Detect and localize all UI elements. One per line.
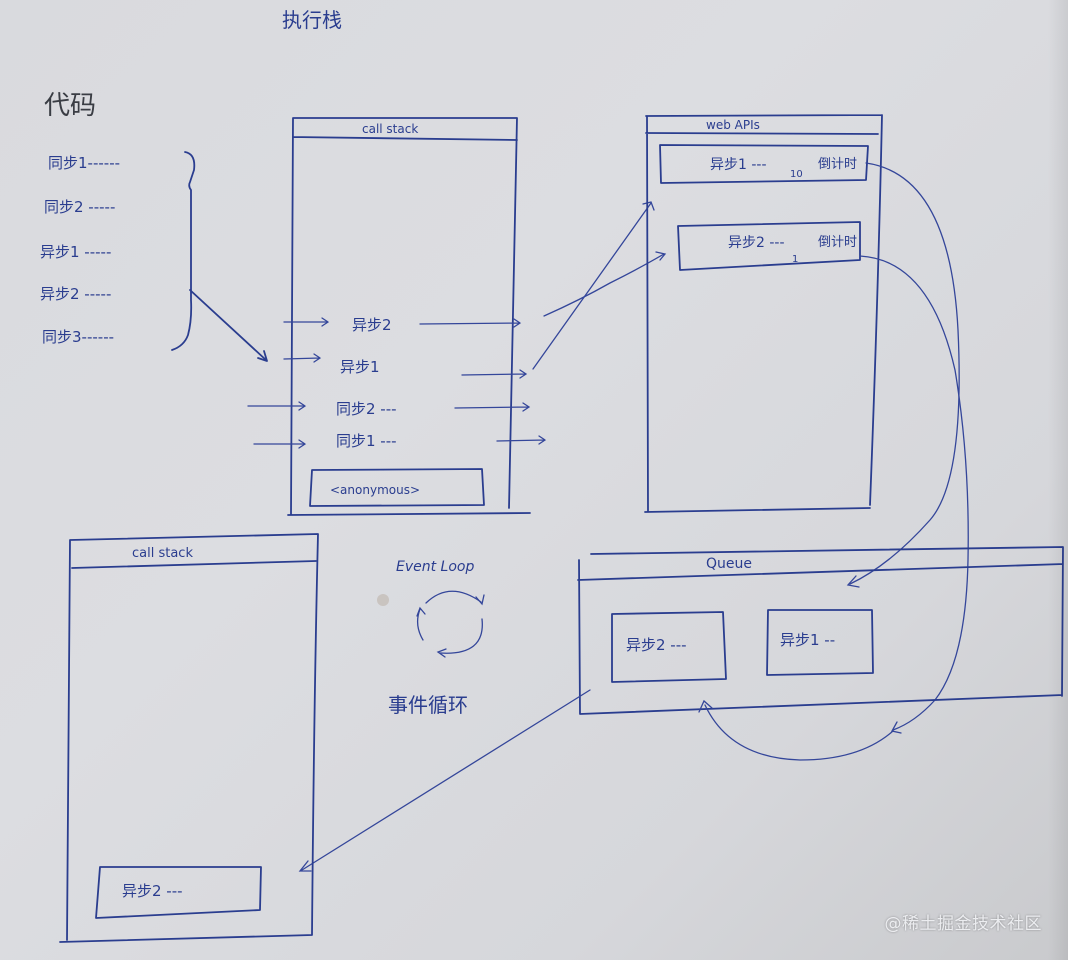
web-apis: web APIs 异步1 --- 10 倒计时 异步2 --- 1 倒计时 <box>644 114 883 513</box>
web-api-task-note: 倒计时 <box>818 157 857 172</box>
call-stack-top: call stack 异步2 异步1 同步2 --- 同步1 --- <anon… <box>247 117 547 516</box>
stack-frame: 同步2 --- <box>336 400 397 418</box>
arrow-code-to-stack <box>189 289 267 361</box>
queue-item-box <box>766 609 874 676</box>
web-api-task-label: 异步2 --- <box>728 235 785 251</box>
web-api-task-delay: 10 <box>790 169 803 180</box>
anonymous-frame: <anonymous> <box>330 483 420 497</box>
stain-mark <box>377 594 389 606</box>
queue-item-box <box>611 611 727 683</box>
arrow-async1-to-queue <box>849 162 960 585</box>
code-line: 同步1------ <box>48 154 120 172</box>
web-api-task-label: 异步1 --- <box>710 157 767 173</box>
code-line: 异步2 ----- <box>40 285 111 303</box>
stack-frame: 同步1 --- <box>336 432 397 450</box>
stack-frame: 异步1 <box>340 358 380 376</box>
arrow-head-icon <box>257 350 268 362</box>
queue-item: 异步2 --- <box>626 636 687 654</box>
queue-header: Queue <box>706 556 752 572</box>
web-api-task-box <box>659 144 869 184</box>
anonymous-frame-box <box>309 468 485 507</box>
code-line: 同步2 ----- <box>44 198 115 216</box>
code-line: 同步3------ <box>42 328 114 346</box>
event-loop-label-en: Event Loop <box>396 559 474 575</box>
arrows-stack-to-webapis <box>532 201 667 370</box>
stack-frame-box <box>95 866 262 919</box>
web-apis-header: web APIs <box>706 118 760 132</box>
event-loop-label-zh: 事件循环 <box>388 693 468 717</box>
web-api-task-box <box>677 221 861 271</box>
web-api-task-delay: 1 <box>792 254 798 265</box>
call-stack-header: call stack <box>362 122 418 136</box>
event-loop: Event Loop 事件循环 <box>377 559 485 717</box>
call-stack-bottom: call stack 异步2 --- <box>59 533 319 943</box>
queue: Queue 异步2 --- 异步1 -- <box>577 546 1064 761</box>
arrow-queue-loop <box>704 704 894 761</box>
push-arrows <box>247 317 330 449</box>
web-api-task-note: 倒计时 <box>818 235 857 250</box>
call-stack-header: call stack <box>132 546 193 561</box>
pop-arrows <box>419 318 547 445</box>
page-title: 执行栈 <box>282 8 342 32</box>
queue-item: 异步1 -- <box>780 631 835 649</box>
arrow-async2-to-webapi <box>543 253 665 317</box>
arrow-queue-to-stack <box>301 689 591 871</box>
arrows-webapis-to-queue <box>846 162 969 734</box>
arrow-async1-to-webapi <box>532 202 652 370</box>
stack-frame: 异步2 --- <box>122 882 183 900</box>
code-title: 代码 <box>44 91 96 121</box>
cycle-arrow-icon <box>425 590 482 604</box>
paper-edge <box>1048 0 1068 960</box>
code-line: 异步1 ----- <box>40 243 111 261</box>
code-section: 代码 同步1------ 同步2 ----- 异步1 ----- 异步2 ---… <box>40 91 268 362</box>
brace-icon <box>171 151 196 351</box>
stack-frame: 异步2 <box>352 316 392 334</box>
watermark: @稀土掘金技术社区 <box>884 914 1042 934</box>
